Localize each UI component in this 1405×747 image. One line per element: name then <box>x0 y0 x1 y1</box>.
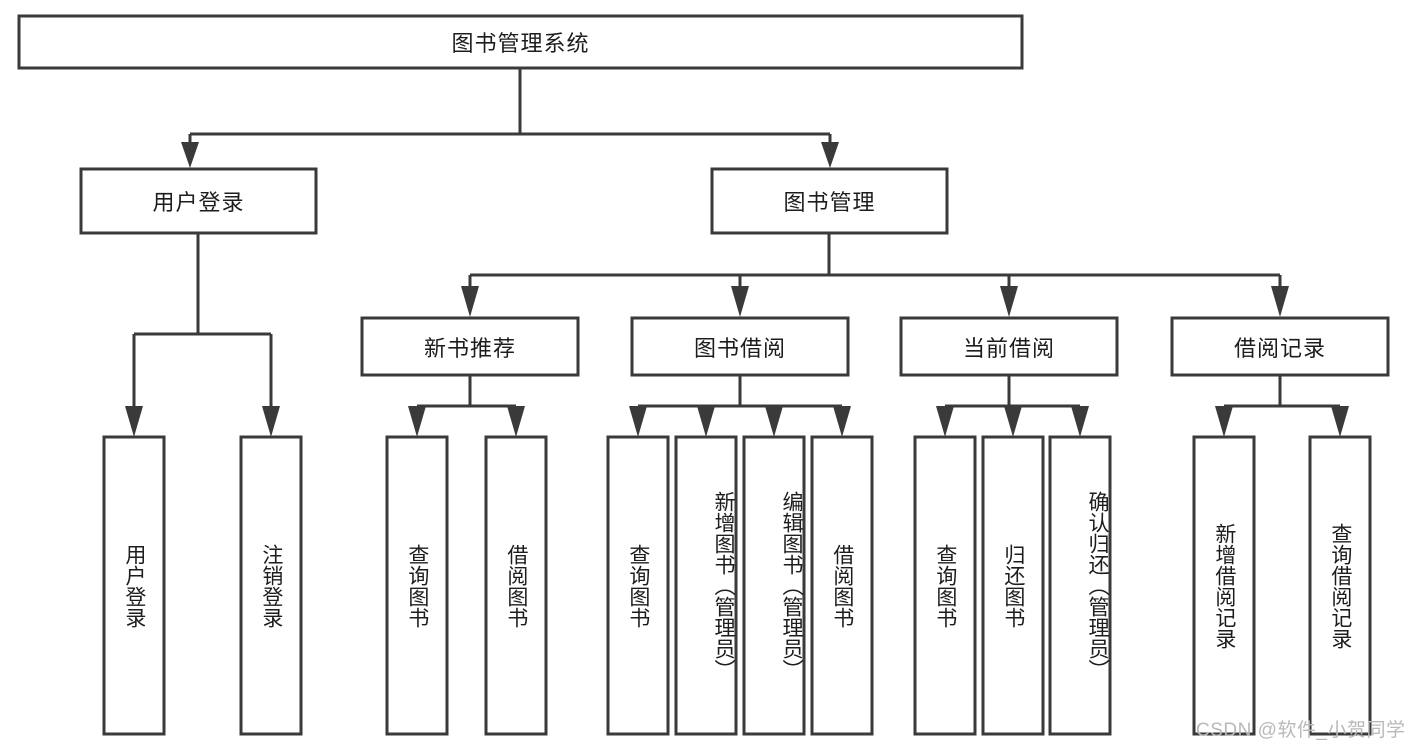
arrow-head-icon <box>507 406 525 437</box>
node-box-user-login[interactable] <box>79 167 318 235</box>
node-box-leaf[interactable] <box>606 435 670 736</box>
node-box-current-borrow[interactable] <box>899 316 1119 377</box>
arrow-head-icon <box>408 406 426 437</box>
connector-borrow-record-to-leaves <box>1215 375 1349 437</box>
arrow-head-icon <box>765 406 783 437</box>
node-box-leaf[interactable] <box>674 435 738 736</box>
connector-root-to-level2 <box>181 69 839 168</box>
node-box-leaf[interactable] <box>810 435 874 736</box>
node-box-leaf[interactable] <box>385 435 449 736</box>
connector-user-login-to-leaves <box>125 233 280 437</box>
arrow-head-icon <box>629 406 647 437</box>
arrow-head-icon <box>821 142 839 168</box>
node-box-book-management[interactable] <box>710 167 949 235</box>
node-box-leaf[interactable] <box>1192 435 1256 736</box>
arrow-head-icon <box>1000 286 1018 317</box>
arrow-head-icon <box>181 142 199 168</box>
arrow-head-icon <box>262 406 280 437</box>
arrow-head-icon <box>1071 406 1089 437</box>
node-box-new-book-recommend[interactable] <box>360 316 580 377</box>
connector-book-borrow-to-leaves <box>629 375 851 437</box>
node-box-leaf[interactable] <box>913 435 977 736</box>
connector-new-book-to-leaves <box>408 375 525 437</box>
arrow-head-icon <box>731 286 749 317</box>
arrow-head-icon <box>697 406 715 437</box>
node-box-borrow-record[interactable] <box>1170 316 1390 377</box>
arrow-head-icon <box>1331 406 1349 437</box>
arrow-head-icon <box>461 286 479 317</box>
connector-book-mgmt-to-level3 <box>461 233 1289 317</box>
node-box-leaf[interactable] <box>102 435 166 736</box>
arrow-head-icon <box>1271 286 1289 317</box>
arrow-head-icon <box>1004 406 1022 437</box>
node-box-leaf[interactable] <box>742 435 806 736</box>
node-box-leaf[interactable] <box>484 435 548 736</box>
node-box-book-borrow[interactable] <box>630 316 850 377</box>
arrow-head-icon <box>833 406 851 437</box>
connector-current-borrow-to-leaves <box>936 375 1089 437</box>
node-box-root[interactable] <box>17 14 1024 70</box>
arrow-head-icon <box>1215 406 1233 437</box>
node-box-leaf[interactable] <box>1308 435 1372 736</box>
node-box-leaf[interactable] <box>981 435 1045 736</box>
arrow-head-icon <box>125 406 143 437</box>
node-box-leaf[interactable] <box>1048 435 1112 736</box>
node-box-leaf[interactable] <box>239 435 303 736</box>
arrow-head-icon <box>936 406 954 437</box>
